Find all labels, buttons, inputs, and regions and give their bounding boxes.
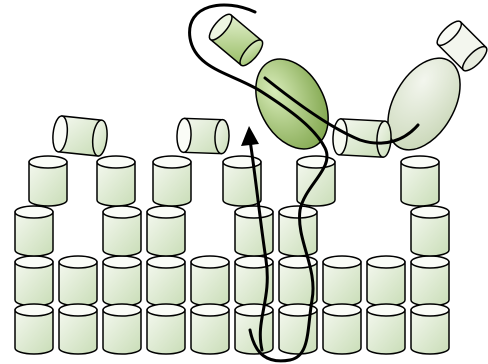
lattice-cylinder [147, 256, 185, 306]
lattice-cylinder [59, 256, 97, 306]
lattice-cylinder [367, 256, 405, 306]
lattice-cylinder [147, 206, 185, 256]
lattice-cylinder [401, 156, 439, 206]
lattice-cylinder [191, 256, 229, 306]
tilted-cylinder [51, 115, 108, 156]
tilted-cylinder [176, 118, 229, 154]
arrow-head [241, 126, 259, 146]
lattice-cylinder [367, 304, 405, 354]
lattice-cylinder [191, 304, 229, 354]
lattice-cylinder [411, 304, 449, 354]
lattice-cylinder [103, 256, 141, 306]
linker-cylinder [332, 119, 392, 158]
lattice-cylinder [103, 206, 141, 256]
lattice-cylinder [15, 206, 53, 256]
lattice-cylinder [279, 206, 317, 256]
lattice-cylinder [323, 256, 361, 306]
lattice-cylinder [235, 206, 273, 256]
lattice-cylinder [15, 304, 53, 354]
lattice-cylinder [323, 304, 361, 354]
lattice-cylinder [411, 206, 449, 256]
lattice-cylinder [59, 304, 97, 354]
lattice-cylinder [29, 156, 67, 206]
green-subunit-cap [206, 11, 266, 69]
lattice-cylinder [235, 304, 273, 354]
lattice-cylinder [147, 304, 185, 354]
lattice-cylinder [103, 304, 141, 354]
lattice-cylinder [411, 256, 449, 306]
lattice-cylinder [15, 256, 53, 306]
lattice-cylinder [97, 156, 135, 206]
lattice-cylinder [153, 156, 191, 206]
